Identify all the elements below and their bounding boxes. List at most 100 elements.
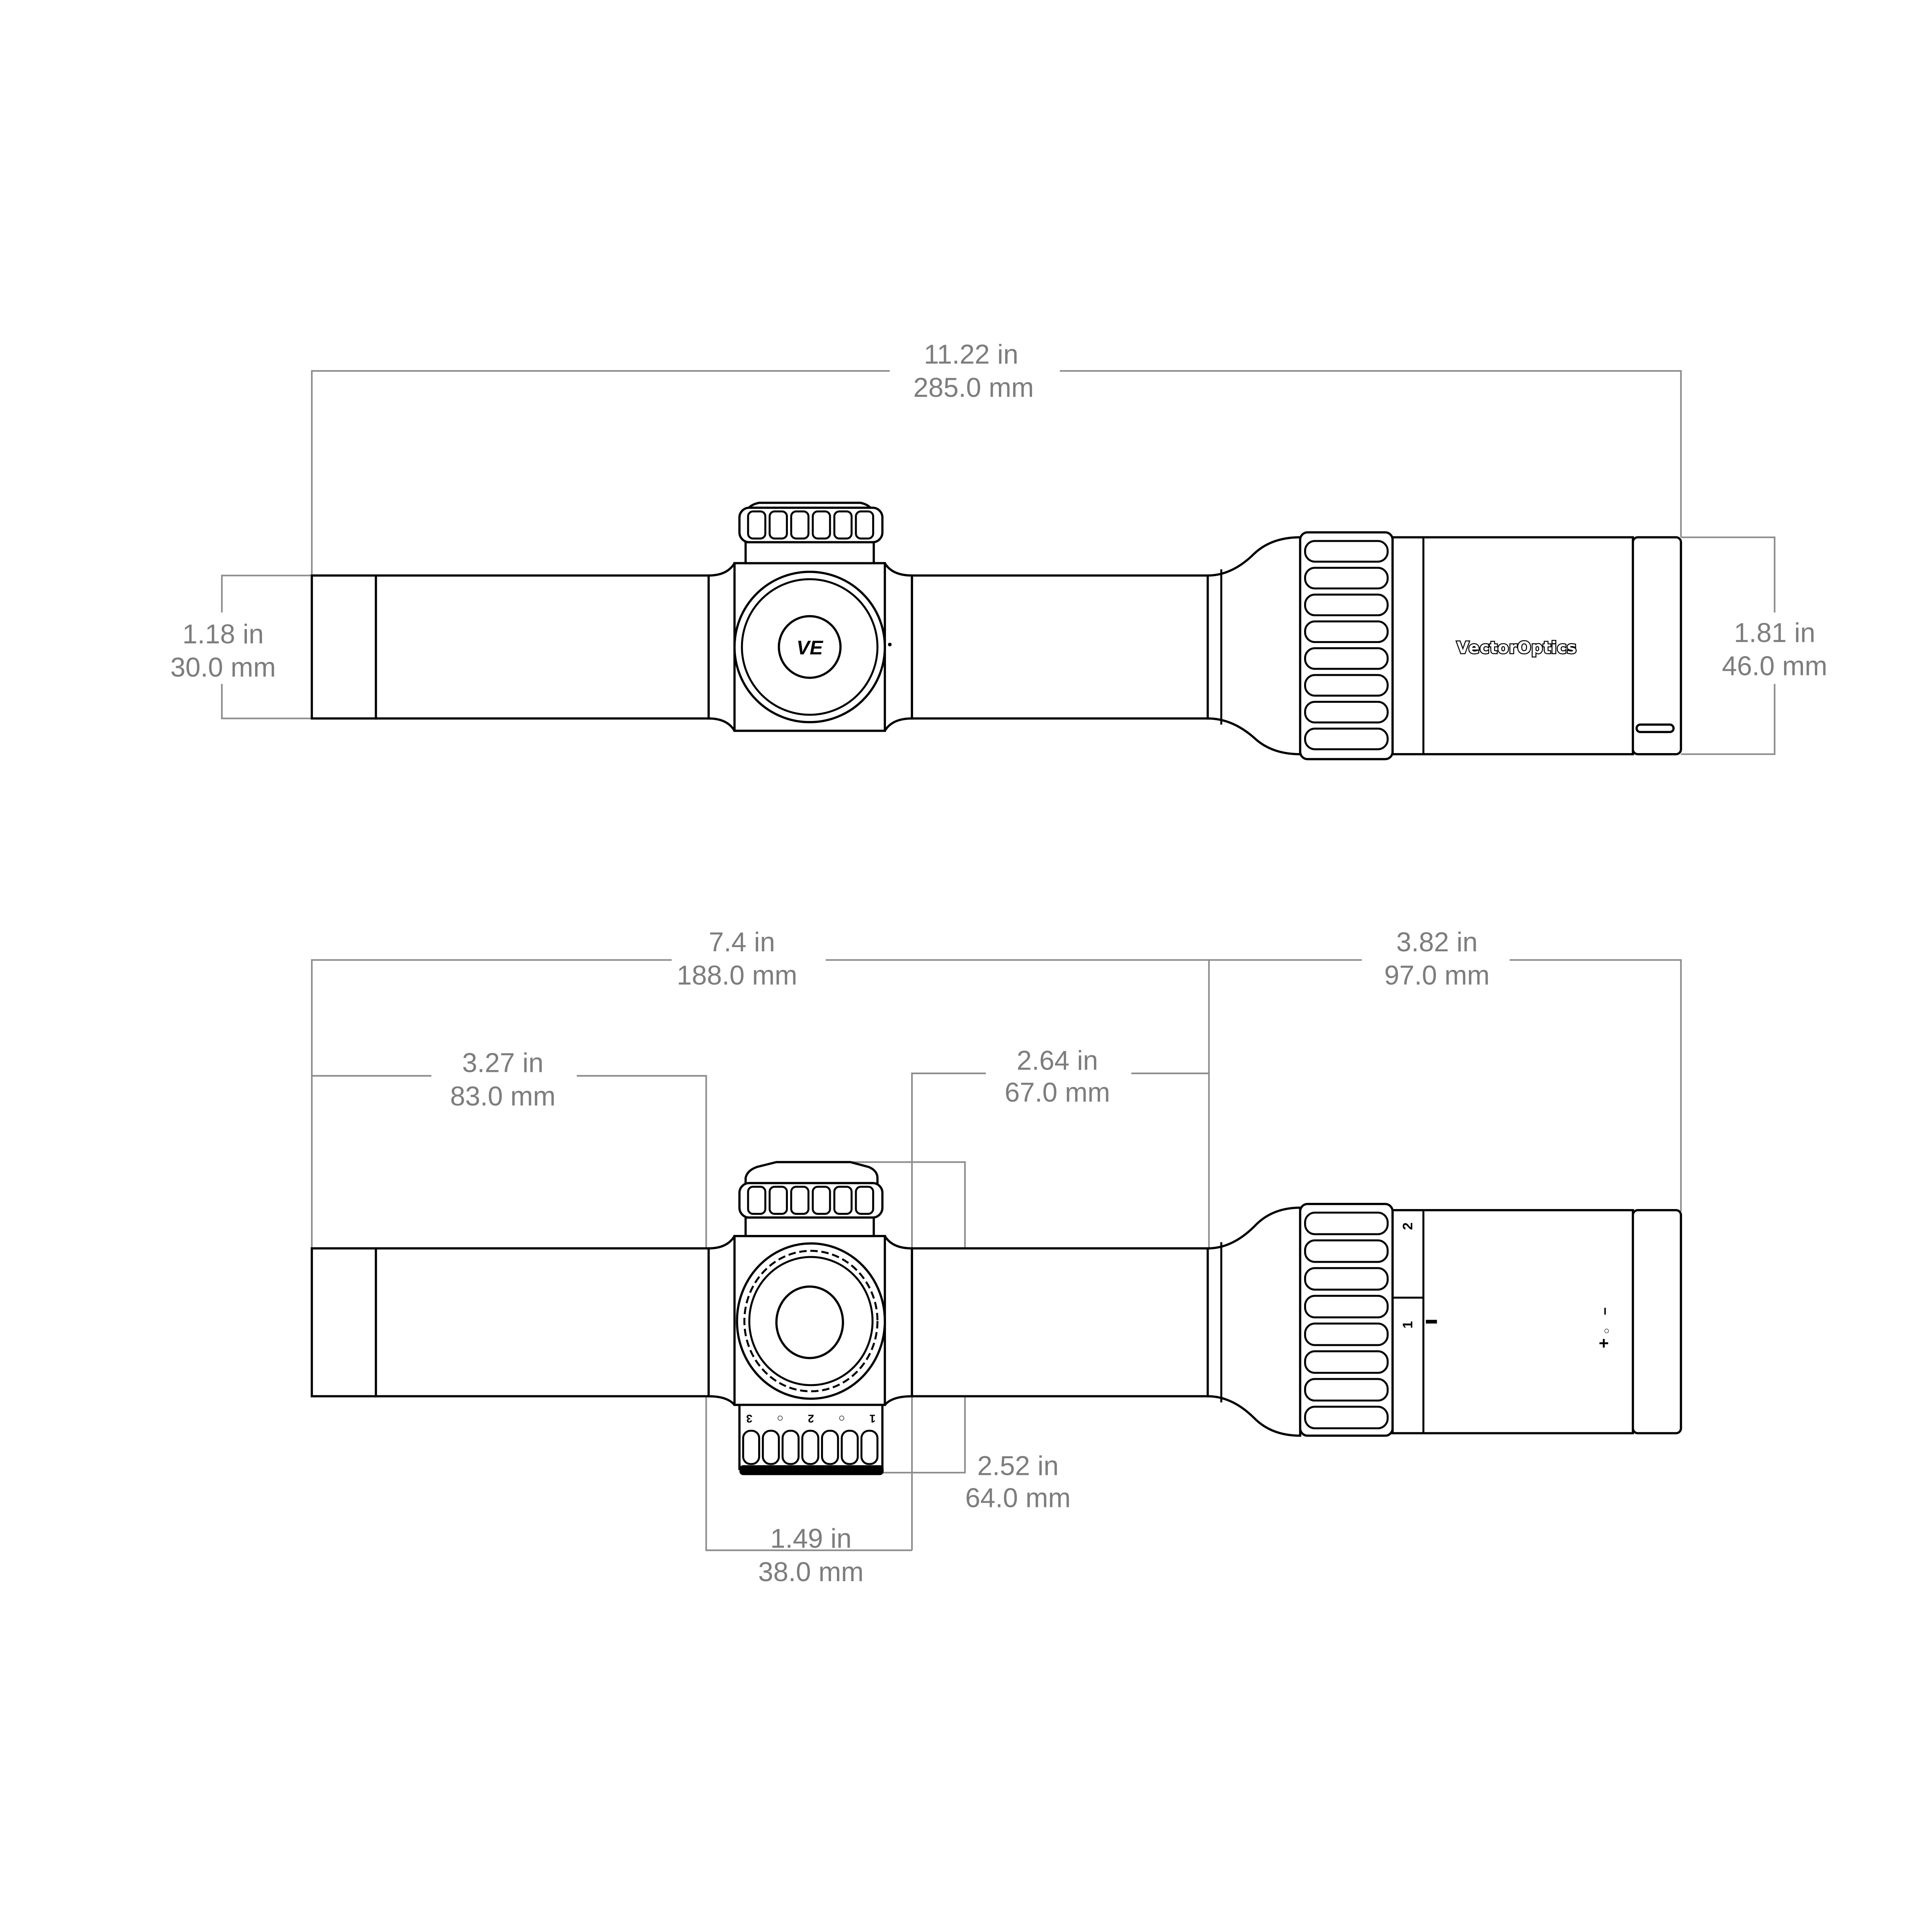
illumination-dial-grip [739,1465,884,1475]
ring-knurl-rib [1304,1378,1389,1402]
turret-knurl-rib [747,1185,767,1215]
windage-turret-inner-ring [748,1256,874,1386]
illumination-knurl-rib [801,1430,820,1465]
scope-side-outline: 3 ○ 2 ○ 1 2 1 − ○ + [311,1161,1682,1475]
objective-flare [1206,1206,1301,1437]
illumination-knurl-rib [860,1430,879,1465]
illumination-mark: ○ [838,1412,845,1424]
saddle-length-dimension: 1.49 in 38.0 mm [758,1523,864,1587]
rear-length-dimension: 3.82 in 97.0 mm [1209,927,1682,1212]
parallax-mark-plus: + [1594,1338,1613,1348]
illumination-mark: 1 [869,1412,876,1424]
main-tube [911,1247,1211,1398]
windage-turret-knurl [743,1250,879,1393]
objective-ring [1632,1209,1682,1435]
objective-slot [1635,723,1675,733]
brand-badge-text: VE [796,637,823,659]
illumination-mark: 3 [746,1412,752,1424]
turret-knurl-rib [833,510,853,540]
ring-knurl-rib [1304,1294,1389,1318]
side-ring-ribs [1304,1211,1389,1429]
main-tube [911,574,1211,720]
vector-optics-logo: VectorOptics [1457,638,1577,657]
eyepiece-to-turret-dimension: 3.27 in 83.0 mm [311,1048,912,1551]
turret-to-flare-mm: 67.0 mm [1005,1077,1110,1107]
top-turret-knurl [738,507,884,544]
turret-knurl-rib [811,1185,831,1215]
magnification-ring [1299,531,1394,760]
objective-diameter-in: 1.81 in [1734,617,1815,648]
eyepiece-to-turret-mm: 83.0 mm [450,1081,556,1111]
ring-knurl-rib [1304,701,1389,724]
elevation-turret-knurl [738,1182,884,1219]
top-view: 11.22 in 285.0 mm 1.18 in 30.0 mm 1.81 i… [170,339,1827,760]
ring-knurl-rib [1304,566,1389,590]
parallax-mark-minus: − [1597,1307,1612,1315]
ring-knurl-rib [1304,620,1389,643]
ring-knurl-rib [1304,1350,1389,1374]
turret-to-flare-in: 2.64 in [1017,1045,1098,1075]
tube-diameter-dimension: 1.18 in 30.0 mm [170,575,312,719]
front-length-dimension: 7.4 in 188.0 mm [311,927,1210,1248]
turret-height-in: 2.52 in [977,1451,1059,1481]
turret-knurl-rib [833,1185,853,1215]
illumination-mark: ○ [777,1412,783,1424]
overall-length-in: 11.22 in [924,339,1018,369]
turret-knurl-rib [790,510,810,540]
ring-knurl-rib [1304,647,1389,670]
turret-height-mm: 64.0 mm [965,1482,1071,1513]
illumination-knurl-rib [821,1430,839,1465]
turret-knurl-rib [790,1185,810,1215]
turret-cap-inner-ring [741,578,879,716]
turret-knurl-rib [855,510,874,540]
rear-length-in: 3.82 in [1396,927,1478,957]
front-length-in: 7.4 in [709,927,775,957]
ocular-tube [374,1247,713,1398]
top-turret-ribs [747,510,874,540]
scope-dimension-drawing: 11.22 in 285.0 mm 1.18 in 30.0 mm 1.81 i… [170,339,1827,1587]
illumination-knurl-rib [840,1430,859,1465]
illumination-marks: 3 ○ 2 ○ 1 [746,1412,876,1424]
top-turret-base [744,541,875,565]
side-view: 7.4 in 188.0 mm 3.82 in 97.0 mm 3.27 in … [311,927,1682,1587]
ring-knurl-rib [1304,1406,1389,1429]
objective-diameter-dimension: 1.81 in 46.0 mm [1681,536,1827,755]
ring-knurl-rib [1304,1211,1389,1235]
side-turret-ribs [747,1185,874,1215]
illumination-mark: 2 [808,1412,814,1424]
turret-knurl-rib [855,1185,874,1215]
ring-knurl-rib [1304,540,1389,563]
magnification-mark-2: 2 [1400,1223,1415,1230]
eyepiece-to-turret-in: 3.27 in [462,1048,544,1078]
parallax-mark-dot: ○ [1601,1328,1612,1334]
ring-knurl-rib [1304,1267,1389,1291]
overall-length-dimension: 11.22 in 285.0 mm [311,339,1682,576]
top-ring-ribs [1304,540,1389,750]
tube-diameter-mm: 30.0 mm [170,652,276,682]
illumination-ribs [742,1430,879,1465]
ring-knurl-rib [1304,674,1389,697]
objective-ring [1632,536,1682,755]
objective-bell [1391,536,1634,755]
scope-top-outline: VE VectorOptics [311,502,1682,760]
rear-length-mm: 97.0 mm [1384,960,1490,990]
saddle-length-in: 1.49 in [770,1523,852,1554]
magnification-mark-1: 1 [1400,1321,1415,1329]
brand-badge [777,615,842,679]
ring-knurl-rib [1304,1322,1389,1346]
illumination-knurl-rib [781,1430,800,1465]
turret-knurl-rib [769,510,788,540]
illumination-knurl-rib [762,1430,780,1465]
eyepiece-ring [311,1247,377,1398]
objective-diameter-mm: 46.0 mm [1722,651,1827,681]
turret-knurl-rib [769,1185,788,1215]
front-length-mm: 188.0 mm [677,960,797,990]
elevation-turret-base [744,1216,875,1237]
eyepiece-ring [311,574,377,720]
turret-knurl-rib [747,510,767,540]
illumination-knurl-rib [742,1430,760,1465]
saddle-length-mm: 38.0 mm [758,1556,864,1587]
ring-knurl-rib [1304,594,1389,616]
turret-knurl-rib [811,510,831,540]
magnification-index-mark [1426,1320,1437,1324]
